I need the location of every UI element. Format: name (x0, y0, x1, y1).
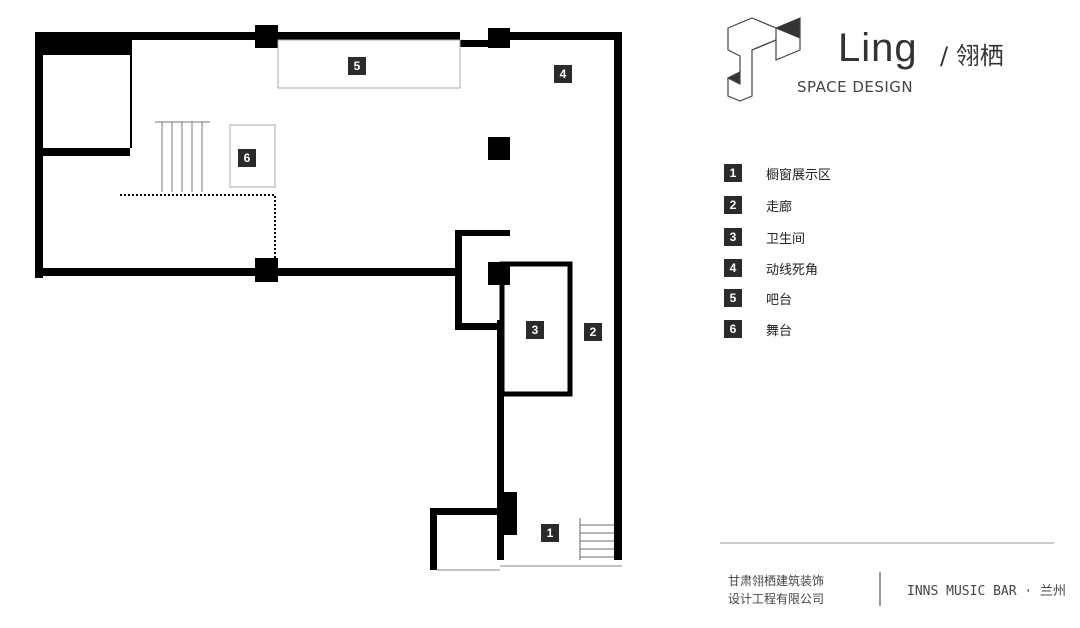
plan-tag-3: 3 (526, 321, 544, 339)
legend-item: 3 卫生间 (724, 228, 806, 247)
legend-num: 3 (724, 228, 742, 246)
footer-separator (879, 572, 881, 606)
brand-subtitle: SPACE DESIGN (797, 78, 914, 96)
plan-tag-1: 1 (541, 524, 559, 542)
company-line-2: 设计工程有限公司 (728, 592, 825, 606)
brand-logo-icon (726, 17, 801, 102)
legend-label: 舞台 (766, 323, 793, 339)
legend-item: 5 吧台 (724, 289, 793, 308)
staircase-entrance (579, 518, 614, 560)
legend-label: 卫生间 (766, 231, 806, 247)
project-name: INNS MUSIC BAR · 兰州 (907, 584, 1067, 599)
legend-label: 吧台 (766, 292, 793, 308)
brand-cn: / 翎栖 (940, 36, 1004, 71)
brand-cn-text: 翎栖 (955, 42, 1004, 70)
plan-tag-4: 4 (554, 65, 572, 83)
legend-item: 4 动线死角 (724, 259, 819, 278)
dotted-boundary (120, 194, 276, 268)
company-name: 甘肃翎栖建筑装饰设计工程有限公司 (728, 572, 824, 608)
stage-outline (229, 124, 276, 188)
company-line-1: 甘肃翎栖建筑装饰 (728, 574, 825, 588)
brand-name: Ling (838, 26, 918, 70)
plan-tag-2: 2 (584, 323, 602, 341)
legend-num: 1 (724, 164, 742, 182)
legend-item: 1 橱窗展示区 (724, 164, 832, 183)
staircase-left (155, 121, 210, 192)
plan-tag-6: 6 (238, 149, 256, 167)
legend-item: 2 走廊 (724, 196, 793, 215)
legend-num: 5 (724, 289, 742, 307)
plan-tag-5: 5 (348, 57, 366, 75)
legend-num: 6 (724, 320, 742, 338)
legend-num: 4 (724, 259, 742, 277)
legend-label: 走廊 (766, 199, 793, 215)
restroom-walls (499, 261, 573, 397)
legend-num: 2 (724, 196, 742, 214)
footer-divider (720, 542, 1054, 544)
legend-item: 6 舞台 (724, 320, 793, 339)
bar-counter (277, 39, 461, 89)
walls (35, 25, 622, 570)
legend-label: 橱窗展示区 (766, 167, 832, 183)
brand-slash: / (940, 42, 949, 70)
legend-label: 动线死角 (766, 262, 819, 278)
